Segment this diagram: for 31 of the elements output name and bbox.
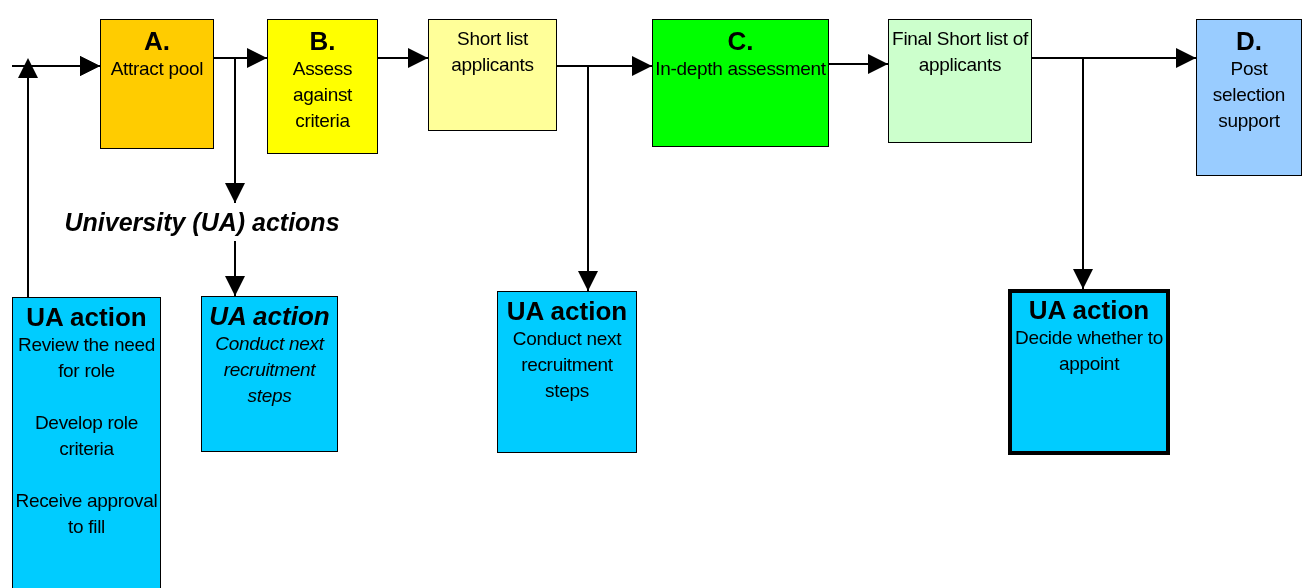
box-heading: B. bbox=[309, 26, 336, 56]
section-heading: University (UA) actions bbox=[64, 207, 340, 237]
box-heading: UA action bbox=[506, 296, 628, 326]
process-box bbox=[652, 19, 829, 147]
box-heading: UA action bbox=[26, 302, 147, 332]
box-text: Conduct next recruitment steps bbox=[214, 332, 326, 408]
box-text: Assess against criteria bbox=[291, 57, 354, 133]
box-heading: UA action bbox=[209, 301, 330, 331]
box-heading: A. bbox=[144, 26, 170, 56]
box-heading: D. bbox=[1236, 26, 1262, 56]
process-box bbox=[888, 19, 1032, 143]
action-box bbox=[497, 291, 637, 453]
box-text: Develop role criteria bbox=[33, 411, 140, 461]
action-box bbox=[201, 296, 338, 452]
box-text: Receive approval to fill bbox=[14, 489, 159, 539]
process-box bbox=[428, 19, 557, 131]
process-box bbox=[100, 19, 214, 149]
action-box bbox=[1008, 289, 1170, 455]
box-text: Conduct next recruitment steps bbox=[511, 327, 623, 403]
box-heading: C. bbox=[727, 26, 754, 56]
box-text: Short list applicants bbox=[450, 27, 535, 77]
process-box bbox=[1196, 19, 1302, 176]
box-heading: UA action bbox=[1028, 295, 1150, 325]
box-text: Post selection support bbox=[1211, 57, 1287, 133]
box-text: Decide whether to appoint bbox=[1013, 326, 1164, 376]
box-text: Review the need for role bbox=[16, 333, 156, 383]
action-box bbox=[12, 297, 161, 588]
box-text: Attract pool bbox=[110, 57, 204, 81]
process-box bbox=[267, 19, 378, 154]
box-text: In-depth assessment bbox=[655, 57, 826, 81]
box-text: Final Short list of applicants bbox=[891, 27, 1030, 77]
